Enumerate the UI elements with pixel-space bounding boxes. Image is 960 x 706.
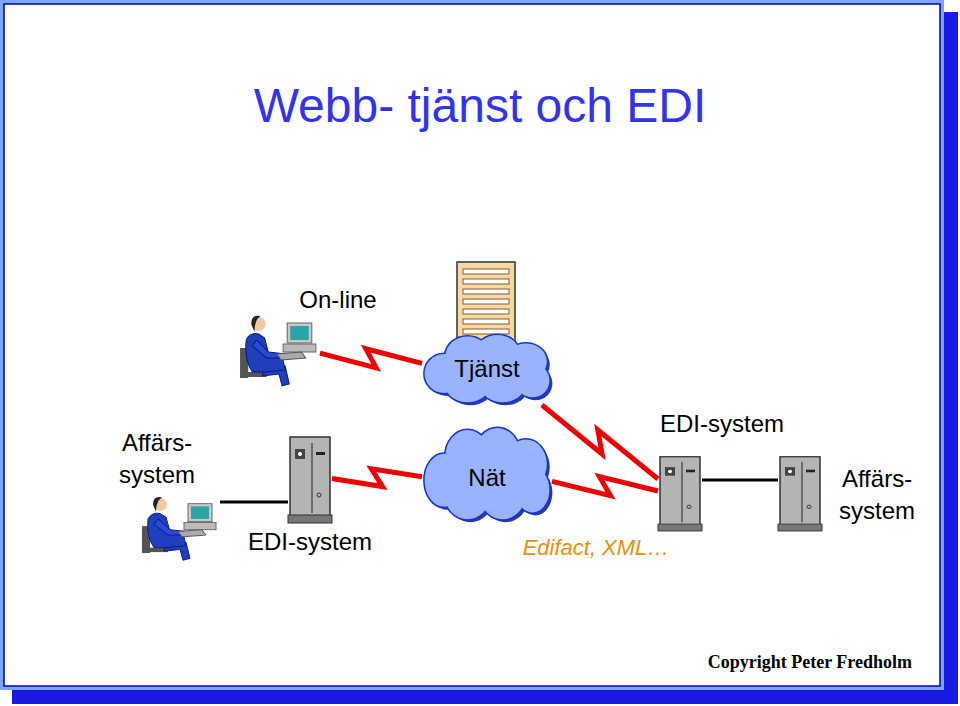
- document-line: [463, 319, 509, 324]
- node-label: Affärs- system: [839, 463, 915, 527]
- computer-monitor: [287, 323, 312, 343]
- server-base: [658, 524, 702, 531]
- server-base: [778, 524, 822, 531]
- document-line: [463, 299, 509, 304]
- wire-link: [702, 479, 778, 482]
- slide-frame: [2, 2, 942, 688]
- computer-keyboard: [178, 530, 206, 537]
- person-body: [148, 513, 186, 547]
- server-tower-shape: [288, 435, 332, 523]
- frame-shadow: [12, 690, 958, 704]
- server-drive: [785, 467, 795, 476]
- server-tower: Affärs- system: [778, 455, 822, 531]
- server-led: [788, 470, 792, 473]
- frame-line: [4, 4, 940, 686]
- slide-title: Webb- tjänst och EDI: [254, 78, 707, 133]
- node-label: Affärs- system: [119, 427, 195, 491]
- document-line: [463, 309, 509, 314]
- workstation-user: On-line: [238, 310, 320, 388]
- server-led: [668, 470, 672, 473]
- cloud-outline: [455, 349, 520, 391]
- server-button: [687, 505, 691, 508]
- node-label: EDI-system: [660, 408, 784, 440]
- cloud-outline: [455, 447, 520, 504]
- person-hair: [153, 497, 162, 512]
- computer-screen: [191, 506, 209, 519]
- server-divider: [311, 443, 313, 513]
- server-divider: [801, 462, 803, 522]
- network-cloud: Nät: [422, 428, 552, 523]
- server-case: [660, 457, 700, 526]
- computer-case: [283, 344, 316, 352]
- server-case: [780, 457, 820, 526]
- server-slot: [806, 470, 815, 473]
- document-icon: [457, 262, 515, 342]
- server-base: [288, 515, 332, 523]
- lightning-link: [542, 405, 658, 479]
- server-case: [290, 437, 330, 517]
- server-slot: [686, 470, 695, 473]
- lightning-link: [320, 349, 422, 368]
- workstation-user: Affärs- system: [140, 492, 220, 562]
- document-line: [463, 329, 509, 334]
- server-divider: [681, 462, 683, 522]
- node-label: Nät: [468, 462, 505, 494]
- cloud-fill: [455, 349, 520, 391]
- server-drive: [665, 467, 675, 476]
- node-label: On-line: [299, 284, 376, 316]
- workstation-user-shape: [140, 492, 220, 562]
- document-sheet: [457, 262, 515, 342]
- copyright-note: Copyright Peter Fredholm: [708, 652, 912, 673]
- server-tower-shape: [778, 455, 822, 531]
- server-tower: EDI-system: [658, 455, 702, 531]
- document-line: [463, 279, 509, 284]
- node-label: EDI-system: [248, 526, 372, 558]
- document-line: [463, 269, 509, 274]
- server-button: [317, 493, 321, 497]
- computer-keyboard: [277, 352, 306, 360]
- workstation-user-shape: [238, 310, 320, 388]
- format-note: Edifact, XML…: [523, 535, 670, 561]
- cloud-fill: [455, 447, 520, 504]
- frame-shadow: [944, 12, 958, 704]
- computer-monitor: [188, 504, 212, 522]
- document-line: [463, 289, 509, 294]
- server-slot: [316, 452, 325, 455]
- server-button: [807, 505, 811, 508]
- node-label: Tjänst: [454, 353, 519, 385]
- server-tower: EDI-system: [288, 435, 332, 523]
- server-tower-shape: [658, 455, 702, 531]
- lightning-link: [552, 477, 658, 496]
- server-led: [298, 452, 302, 456]
- computer-screen: [290, 326, 308, 340]
- wire-link: [220, 501, 288, 504]
- network-cloud: Tjänst: [422, 335, 552, 405]
- lightning-link: [332, 469, 422, 487]
- computer-case: [184, 523, 216, 530]
- person-hair: [251, 316, 260, 332]
- person-body: [246, 334, 285, 372]
- server-drive: [295, 449, 305, 459]
